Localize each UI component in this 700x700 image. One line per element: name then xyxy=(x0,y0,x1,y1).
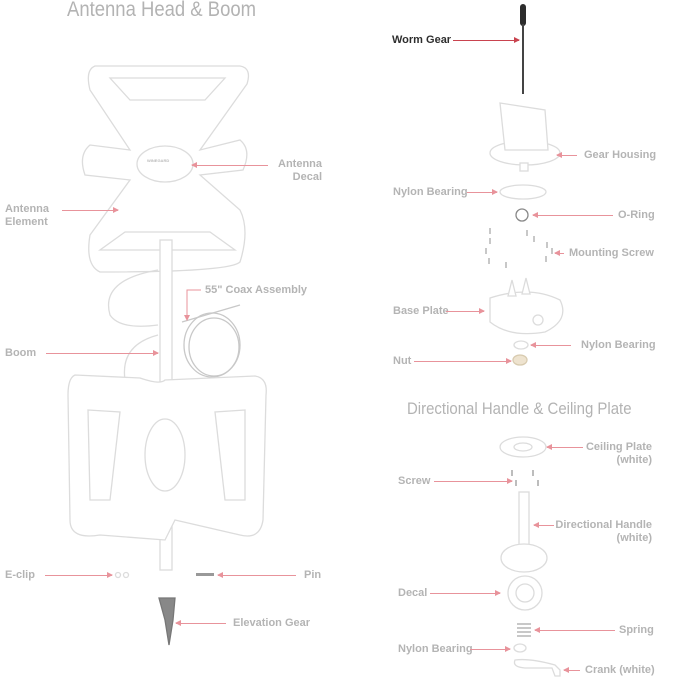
decal-brand: WINEGARD xyxy=(147,158,170,163)
arrow-pin xyxy=(217,572,296,578)
arrow-screw xyxy=(434,478,513,484)
crank xyxy=(513,658,561,677)
directional-handle xyxy=(500,491,548,573)
base-plate xyxy=(489,277,564,335)
arrow-crank xyxy=(563,667,580,673)
label-decal: Decal xyxy=(398,587,428,599)
label-o-ring: O-Ring xyxy=(618,209,655,221)
screws xyxy=(511,470,539,486)
label-coax-assembly: 55" Coax Assembly xyxy=(205,284,308,296)
mounting-screws xyxy=(485,228,553,268)
arrow-nylon-bearing-2 xyxy=(530,342,571,348)
arrow-ceiling-plate xyxy=(546,444,583,450)
o-ring xyxy=(515,208,529,222)
arrow-directional-handle xyxy=(533,522,554,528)
label-gear-housing: Gear Housing xyxy=(584,149,657,161)
label-nylon-bearing-2: Nylon Bearing xyxy=(581,339,656,351)
arrow-e-clip xyxy=(45,572,113,578)
coax-assembly xyxy=(181,304,241,378)
worm-gear xyxy=(520,4,526,94)
label-line: Decal xyxy=(292,171,322,183)
arrow-nylon-bearing-3 xyxy=(470,646,511,652)
label-spring: Spring xyxy=(619,624,654,636)
spring xyxy=(517,623,531,637)
label-e-clip: E-clip xyxy=(5,569,35,581)
label-line: Antenna xyxy=(5,203,49,215)
arrow-antenna-element xyxy=(62,207,119,213)
label-line: Ceiling Plate xyxy=(585,441,652,453)
coax-elbow-arrow xyxy=(186,289,201,316)
arrow-decal xyxy=(430,590,501,596)
directional-handle-title: Directional Handle & Ceiling Plate xyxy=(407,399,632,418)
label-line: Directional Handle xyxy=(555,519,652,531)
label-base-plate: Base Plate xyxy=(393,305,449,317)
arrow-antenna-decal xyxy=(191,162,268,168)
elevation-gear xyxy=(158,597,176,646)
label-ceiling-plate: Ceiling Plate (white) xyxy=(560,441,652,467)
nylon-bearing-handle xyxy=(513,643,527,653)
label-directional-handle: Directional Handle (white) xyxy=(540,519,652,545)
label-line: Antenna xyxy=(278,158,322,170)
e-clip xyxy=(114,571,122,579)
label-mounting-screw: Mounting Screw xyxy=(569,247,654,259)
arrow-nylon-bearing xyxy=(467,189,498,195)
antenna-element-lower xyxy=(67,374,267,541)
label-nylon-bearing-3: Nylon Bearing xyxy=(398,643,473,655)
nylon-bearing-small xyxy=(513,340,529,350)
arrow-base-plate xyxy=(446,308,485,314)
label-line: (white) xyxy=(616,454,652,466)
decal xyxy=(507,575,543,611)
label-boom: Boom xyxy=(5,347,37,359)
antenna-head-title: Antenna Head & Boom xyxy=(67,0,257,21)
label-nylon-bearing: Nylon Bearing xyxy=(393,186,468,198)
nylon-bearing xyxy=(499,184,547,200)
arrow-elevation-gear xyxy=(175,620,226,626)
label-elevation-gear: Elevation Gear xyxy=(233,617,311,629)
arrow-o-ring xyxy=(532,212,613,218)
pin xyxy=(196,573,214,576)
label-worm-gear: Worm Gear xyxy=(392,34,452,46)
arrow-spring xyxy=(534,627,615,633)
label-nut: Nut xyxy=(393,355,412,367)
nut xyxy=(512,354,528,366)
gear-housing xyxy=(489,102,561,172)
arrow-gear-housing xyxy=(556,152,577,158)
label-line: Element xyxy=(5,216,48,228)
ceiling-plate xyxy=(499,436,547,458)
label-line: (white) xyxy=(616,532,652,544)
label-crank: Crank (white) xyxy=(585,664,655,676)
arrow-mounting-screw xyxy=(554,250,564,256)
label-antenna-decal: Antenna Decal xyxy=(262,158,322,184)
label-pin: Pin xyxy=(304,569,322,581)
label-screw: Screw xyxy=(398,475,431,487)
arrow-worm-gear xyxy=(453,37,520,43)
label-antenna-element: Antenna Element xyxy=(5,203,49,229)
arrow-nut xyxy=(414,358,512,364)
arrow-boom xyxy=(46,350,159,356)
